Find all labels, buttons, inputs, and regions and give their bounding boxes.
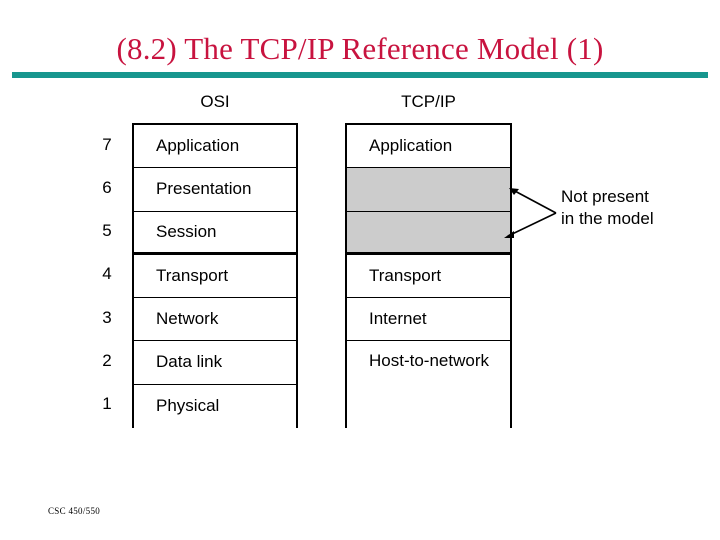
annotation-line-2: in the model xyxy=(561,209,654,228)
arrow-to-upper-absent-layer xyxy=(509,188,557,214)
annotation-arrows-group xyxy=(504,188,557,238)
osi-layer-number-column: 7 6 5 4 3 2 1 xyxy=(92,123,122,428)
tcpip-layer-cell-absent xyxy=(347,168,510,212)
page-title: (8.2) The TCP/IP Reference Model (1) xyxy=(116,31,604,66)
osi-layer-cell: Application xyxy=(134,125,296,169)
column-caption-osi: OSI xyxy=(200,92,230,111)
annotation-line-1: Not present xyxy=(561,187,649,206)
annotation-not-present-label: Not present in the model xyxy=(561,186,654,230)
layer-number: 6 xyxy=(102,177,112,197)
layer-number: 5 xyxy=(102,221,112,241)
osi-layer-cell: Transport xyxy=(134,254,296,299)
tcpip-layer-cell: Host-to-network xyxy=(347,341,510,428)
tcpip-layer-cell: Transport xyxy=(347,254,510,299)
layer-number: 4 xyxy=(102,264,112,284)
osi-layer-stack: Application Presentation Session Transpo… xyxy=(132,123,298,428)
layer-number: 7 xyxy=(102,134,112,154)
osi-layer-cell: Presentation xyxy=(134,168,296,212)
osi-layer-cell: Session xyxy=(134,211,296,255)
osi-layer-cell: Network xyxy=(134,298,296,342)
arrow-to-lower-absent-layer xyxy=(504,212,557,238)
title-divider-rule xyxy=(12,72,708,78)
column-caption-tcpip: TCP/IP xyxy=(401,92,456,111)
osi-layer-cell: Physical xyxy=(134,384,296,428)
tcpip-layer-cell-absent xyxy=(347,211,510,255)
layer-number: 1 xyxy=(102,394,112,414)
osi-layer-cell: Data link xyxy=(134,341,296,385)
tcpip-layer-cell: Application xyxy=(347,125,510,169)
layer-number: 3 xyxy=(102,307,112,327)
layer-number: 2 xyxy=(102,350,112,370)
footer-course-code: CSC 450/550 xyxy=(48,506,101,516)
tcpip-layer-stack: Application Transport Internet Host-to-n… xyxy=(345,123,512,428)
tcpip-layer-cell: Internet xyxy=(347,298,510,342)
